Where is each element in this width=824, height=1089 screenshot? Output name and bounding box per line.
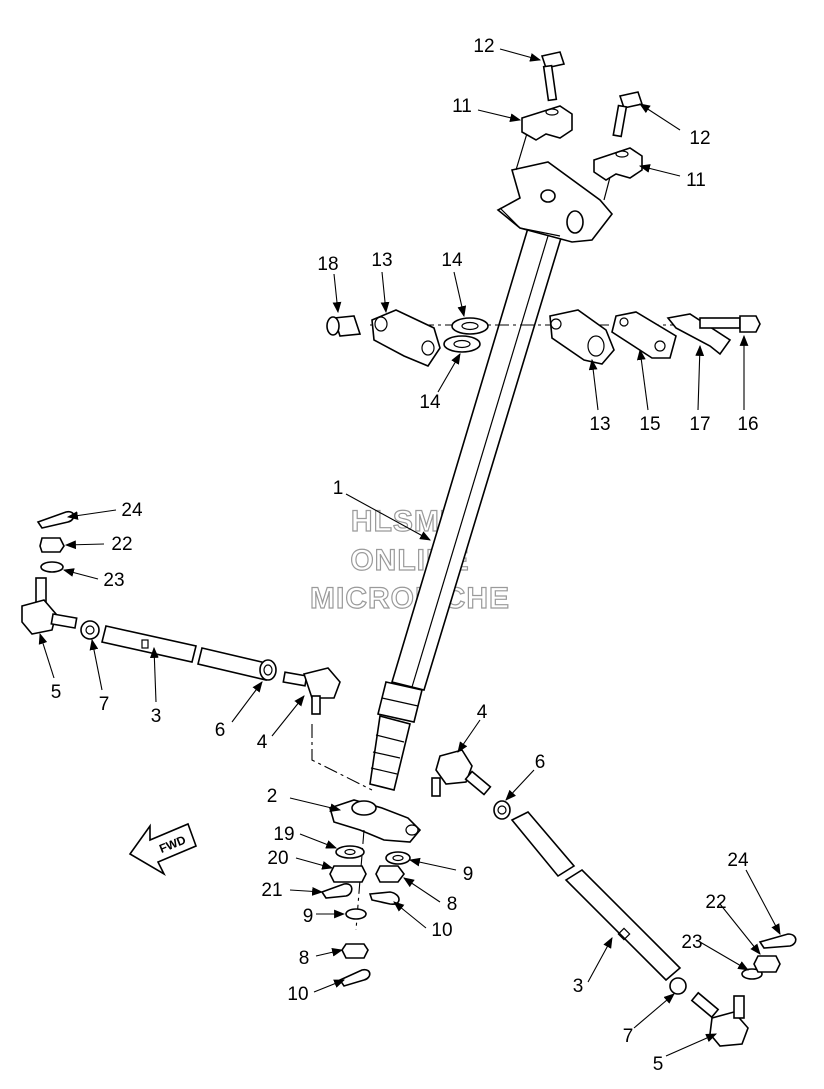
washer-23-left (40, 561, 64, 573)
nut-7-left (80, 620, 100, 640)
shaft-top-bracket (496, 129, 615, 243)
nut-7-right (669, 977, 687, 995)
callout-19: 19 (273, 824, 294, 845)
callout-24: 24 (121, 500, 143, 521)
fwd-arrow-icon: FWD (128, 822, 198, 877)
leader-lines (38, 48, 781, 1057)
tie-rod-3-right (510, 811, 682, 982)
pitman-arm-2 (329, 799, 422, 843)
holder-13-left (371, 309, 441, 367)
holder-13-right (549, 309, 615, 365)
callout-6: 6 (215, 720, 226, 741)
callout-4: 4 (257, 732, 268, 753)
nut-22-left (39, 537, 65, 553)
callout-5: 5 (653, 1054, 664, 1075)
callout-1: 1 (333, 478, 344, 499)
nut-20 (329, 865, 367, 883)
lock-washer-17 (666, 313, 732, 356)
callout-14: 14 (441, 250, 463, 271)
callout-13: 13 (589, 414, 610, 435)
clamp-bolt-right (612, 91, 644, 138)
collar-18 (326, 315, 362, 337)
callout-4: 4 (477, 702, 488, 723)
washer-14-lower (443, 335, 481, 353)
callout-2: 2 (267, 786, 278, 807)
callout-6: 6 (535, 752, 546, 773)
cotter-pin-24-right (758, 933, 797, 949)
upper-clamp-left (521, 105, 573, 141)
callout-17: 17 (689, 414, 710, 435)
watermark: HLSM'S ONLINE MICROFICHE (309, 504, 510, 615)
callout-12: 12 (473, 36, 494, 57)
callout-16: 16 (737, 414, 758, 435)
upper-clamp-right (593, 147, 643, 181)
callout-24: 24 (727, 850, 749, 871)
left-rod-centerline (311, 724, 373, 791)
callout-11: 11 (686, 170, 706, 191)
callout-20: 20 (267, 848, 288, 869)
washer-19 (335, 845, 365, 859)
callout-10: 10 (431, 920, 452, 941)
callout-15: 15 (639, 414, 660, 435)
cotter-pin-21 (320, 883, 353, 899)
tie-rod-end-4-right (431, 749, 492, 797)
callout-8: 8 (299, 948, 310, 969)
bolt-16 (699, 315, 761, 333)
nut-6-left (259, 659, 277, 681)
plate-15 (611, 311, 677, 359)
washer-9-right (385, 851, 411, 865)
callout-22: 22 (705, 892, 726, 913)
tie-rod-end-5-right (690, 991, 749, 1047)
nut-8-right (375, 865, 405, 883)
nut-8-lower (341, 943, 369, 959)
cotter-pin-10-lower (338, 968, 371, 987)
callout-7: 7 (99, 694, 110, 715)
callout-9: 9 (463, 864, 474, 885)
cotter-pin-24-left (36, 510, 75, 529)
callout-3: 3 (151, 706, 162, 727)
callout-labels: 12 11 12 11 18 13 14 14 13 15 17 16 1 24… (51, 36, 759, 1075)
callout-11: 11 (452, 96, 472, 117)
tie-rod-3-left (101, 625, 271, 681)
washer-14-upper (451, 317, 489, 335)
callout-22: 22 (111, 534, 132, 555)
callout-10: 10 (287, 984, 308, 1005)
tie-rod-end-5-left (21, 577, 78, 635)
callout-18: 18 (317, 254, 338, 275)
callout-5: 5 (51, 682, 62, 703)
callout-21: 21 (261, 880, 282, 901)
watermark-line-3: MICROFICHE (310, 582, 510, 615)
callout-8: 8 (447, 894, 458, 915)
callout-23: 23 (103, 570, 124, 591)
nut-6-right (493, 800, 511, 820)
callout-13: 13 (371, 250, 392, 271)
washer-9-lower (345, 908, 367, 920)
callout-9: 9 (303, 906, 314, 927)
tie-rod-end-4-left (282, 667, 341, 715)
callout-3: 3 (573, 976, 584, 997)
callout-7: 7 (623, 1026, 634, 1047)
nut-22-right (753, 955, 781, 973)
clamp-bolt-left (540, 51, 566, 102)
callout-23: 23 (681, 932, 702, 953)
callout-12: 12 (689, 128, 710, 149)
callout-14: 14 (419, 392, 441, 413)
cotter-pin-10-right (368, 891, 400, 905)
